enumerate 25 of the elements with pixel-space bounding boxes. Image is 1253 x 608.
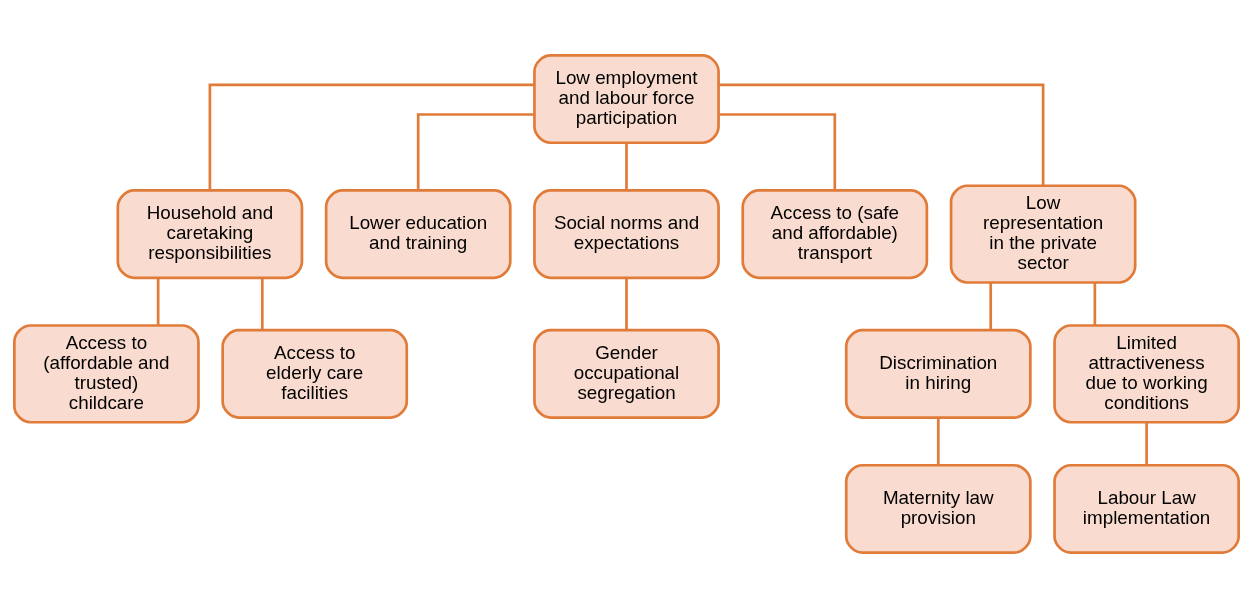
node-box: Low representation in the private sector [949, 184, 1137, 284]
node-box: Labour Law implementation [1053, 463, 1240, 554]
connector [1093, 282, 1097, 326]
connector [936, 417, 940, 465]
node-box: Gender occupational segregation [533, 328, 720, 419]
node-box: Access to (safe and affordable) transport [741, 189, 929, 280]
node-box: Limited attractiveness due to working conditions [1053, 324, 1240, 424]
node-box: Access to (affordable and trusted) childcare [13, 324, 200, 424]
node-box: Household and caretaking responsibilities [116, 189, 304, 280]
node-box: Maternity law provision [844, 463, 1032, 554]
connector [156, 277, 160, 326]
connector [1145, 422, 1148, 466]
connector [208, 83, 535, 191]
connector [719, 113, 837, 191]
node-box: Lower education and training [324, 189, 512, 280]
connector [625, 277, 628, 331]
connector [416, 113, 534, 191]
connector [260, 277, 264, 331]
node-box: Social norms and expectations [533, 189, 720, 280]
connector [989, 282, 993, 331]
connector [625, 142, 628, 190]
node-box: Low employment and labour force participation [533, 54, 720, 145]
node-box: Discrimination in hiring [844, 328, 1032, 419]
connector [718, 83, 1045, 186]
node-box: Access to elderly care facilities [221, 328, 409, 419]
